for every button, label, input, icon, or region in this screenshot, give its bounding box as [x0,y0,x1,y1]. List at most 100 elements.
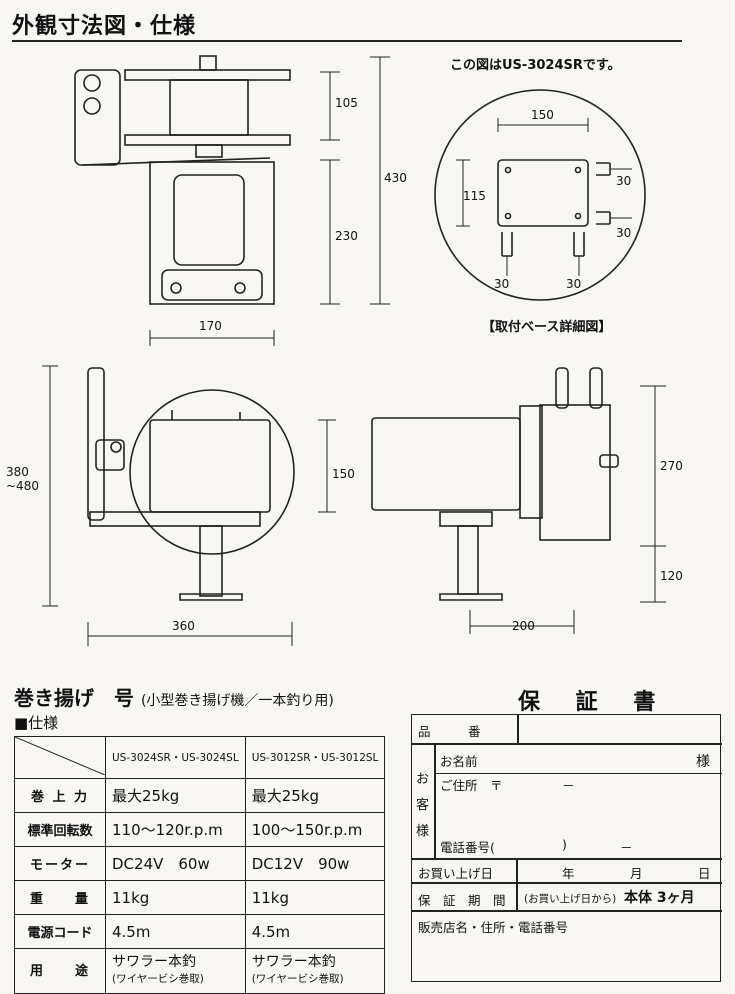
dimension-drawing: 105 230 430 170 この図はUS-3024SRです。 150 115… [6,55,683,646]
slot-right-top [596,162,611,176]
front-spool-drum [169,79,249,136]
name-suffix: 様 [696,754,710,770]
base-plate [497,159,589,227]
spec-cell: 110～120r.p.m [105,812,246,847]
usage-value: サワラー本釣 [251,954,336,970]
spec-row-cord: 電源コード 4.5m 4.5m [14,914,386,949]
spec-cell: 11kg [105,880,246,915]
spec-section-label: ■仕様 [14,714,59,732]
spec-row-label: 重 量 [14,880,106,915]
spec-title: 巻き揚げ 号 [14,686,134,710]
dim-rear-upper-height: 270 [660,459,683,473]
spec-row-usage: 用 途 サワラー本釣 (ワイヤービシ巻取) サワラー本釣 (ワイヤービシ巻取) [14,948,386,994]
base-detail-circle [434,89,646,301]
customer-label: お客様 [416,772,430,839]
base-detail-caption: 【取付ベース詳細図】 [482,319,611,335]
front-body [149,161,275,305]
usage-note: (ワイヤービシ巻取) [112,973,204,985]
side-pole [87,367,105,521]
front-control-plate [161,269,263,301]
dim-rear-lower-height: 120 [660,569,683,583]
slot-bottom-left [501,232,513,257]
dim-body-height: 230 [335,229,358,243]
front-spool-bottom-flange [124,134,291,146]
front-indicator [234,282,246,294]
period-value: 本体 3ヶ月 [624,890,695,906]
front-panel [173,174,245,266]
phone-dash: － [620,840,633,855]
front-spool-hub [195,144,223,158]
spec-corner-cell [14,736,106,779]
dim-side-width: 360 [172,619,195,633]
spec-cell: DC24V 60w [105,846,246,881]
side-clamp [95,439,125,471]
header-rule [12,40,682,42]
usage-note: (ワイヤービシ巻取) [251,973,344,985]
spec-cell: 最大25kg [105,778,246,813]
dim-spool-height: 105 [335,96,358,110]
spec-cell: 4.5m [244,914,386,949]
spec-header-row: US-3024SR・US-3024SL US-3012SR・US-3012SL [14,736,386,779]
spec-cell: 最大25kg [244,778,386,813]
warranty-card: 品 番 お客様 お名前 様 ご住所 〒 － 電話番号( ) － お買い上げ日 年… [411,714,722,982]
phone-label: 電話番号( [440,840,495,855]
rear-base [439,593,503,601]
base-detail-note: この図はUS-3024SRです。 [450,58,621,73]
spec-row-label: モーター [14,846,106,881]
dim-front-width: 170 [199,319,222,333]
spec-cell: 100～150r.p.m [244,812,386,847]
side-post [199,525,223,597]
spec-row-rpm: 標準回転数 110～120r.p.m 100～150r.p.m [14,812,386,847]
front-spool-cap [199,55,217,71]
purchase-date-label: お買い上げ日 [418,866,494,881]
spec-row-label: 巻 上 力 [14,778,106,813]
month-label: 月 [630,866,643,881]
dim-rear-width: 200 [512,619,535,633]
side-arm [89,511,261,527]
front-roller-bottom [83,97,101,115]
dim-slot-right-bottom: 30 [616,226,631,240]
spec-title-row: 巻き揚げ 号 (小型巻き揚げ機／一本釣り用) [14,682,334,711]
address-dash: － [562,778,575,793]
diagonal-line [14,736,106,776]
spec-cell-usage: サワラー本釣 (ワイヤービシ巻取) [244,948,386,994]
product-no-label: 品 番 [418,724,481,739]
rear-post [457,525,479,595]
dim-total-height: 430 [384,171,407,185]
spec-col-1: US-3024SR・US-3024SL [105,736,246,779]
spec-cell: 4.5m [105,914,246,949]
front-knob [170,282,182,294]
name-label: お名前 [440,754,478,769]
front-side-bracket [74,69,121,166]
dim-base-width: 150 [531,108,554,122]
slot-bottom-right [573,232,585,257]
dealer-label: 販売店名・住所・電話番号 [418,920,569,935]
side-detail-circle [129,389,295,555]
warranty-title: 保 証 書 [518,690,670,715]
dim-slot-bottom-right: 30 [566,277,581,291]
year-label: 年 [562,866,575,881]
period-label: 保 証 期 間 [418,893,506,908]
rear-spool [539,404,611,541]
spec-cell: DC12V 90w [244,846,386,881]
spec-subtitle: (小型巻き揚げ機／一本釣り用) [140,693,334,709]
usage-value: サワラー本釣 [112,954,196,970]
spec-row-lift: 巻 上 力 最大25kg 最大25kg [14,778,386,813]
spec-row-weight: 重 量 11kg 11kg [14,880,386,915]
side-body [149,419,271,513]
spec-col-2: US-3012SR・US-3012SL [244,736,386,779]
page-title: 外観寸法図・仕様 [12,14,197,39]
rear-body [371,417,521,511]
spec-cell: 11kg [244,880,386,915]
dim-base-height: 115 [463,189,486,203]
period-note: (お買い上げ日から) [524,893,617,905]
dim-side-body-height: 150 [332,467,355,481]
spec-cell-usage: サワラー本釣 (ワイヤービシ巻取) [105,948,246,994]
address-label: ご住所 〒 [440,778,503,793]
slot-right-bottom [596,211,611,225]
spec-row-label: 標準回転数 [14,812,106,847]
front-spool-top-flange [124,69,291,81]
rear-mount [439,511,493,527]
spec-row-motor: モーター DC24V 60w DC12V 90w [14,846,386,881]
side-base [179,593,243,601]
